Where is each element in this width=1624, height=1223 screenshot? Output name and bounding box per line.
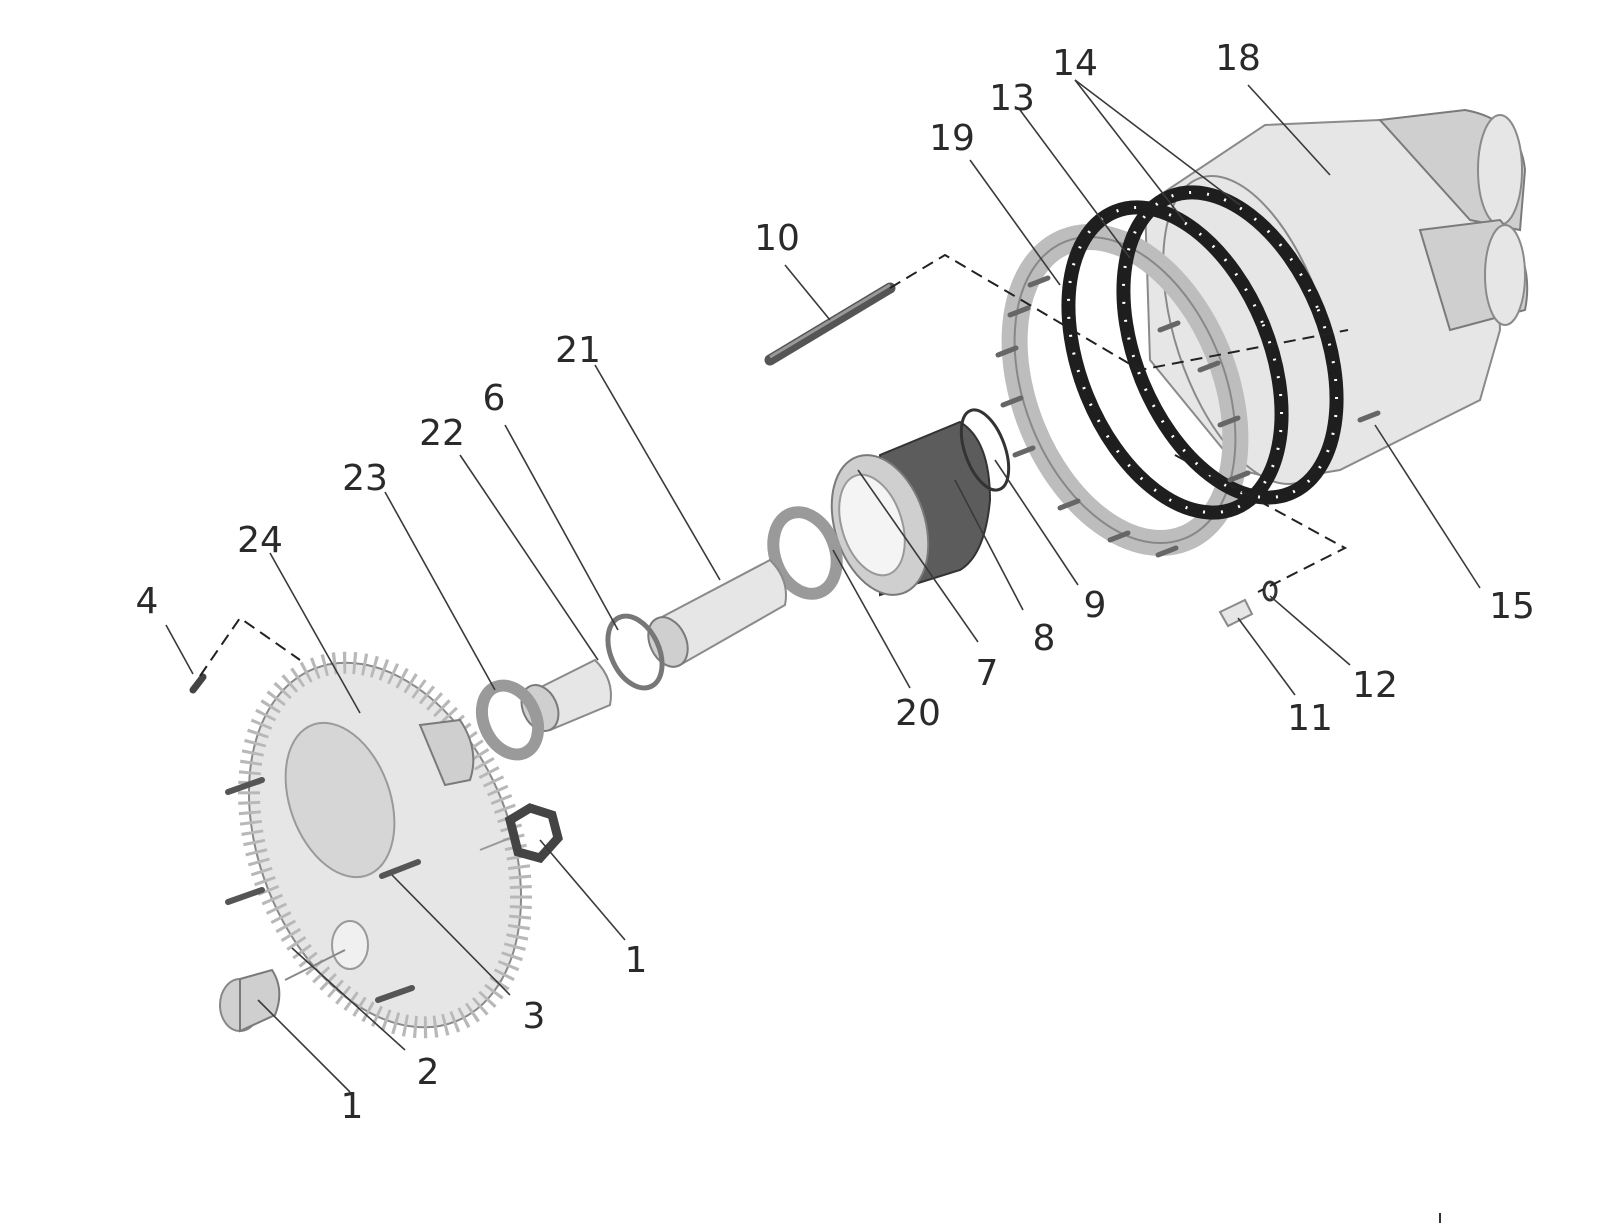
callout-8: 8: [1033, 618, 1056, 659]
callout-19: 19: [929, 118, 975, 159]
callout-9: 9: [1084, 585, 1107, 626]
ring: [475, 679, 545, 761]
callout-10: 10: [754, 218, 800, 259]
callout-7: 7: [976, 653, 999, 694]
plug: [219, 949, 346, 1033]
callout-4: 4: [136, 581, 159, 622]
flange-ring: [1001, 223, 1249, 557]
callout-2: 2: [417, 1052, 440, 1093]
callout-15: 15: [1489, 586, 1535, 627]
o-ring: [605, 613, 665, 691]
callout-12: 12: [1352, 665, 1398, 706]
leader-lines: [165, 79, 1481, 1093]
callout-11: 11: [1287, 698, 1333, 739]
hex-nut: [479, 803, 563, 864]
callout-22: 22: [419, 413, 465, 454]
lock-ring: [767, 506, 843, 600]
assembly-paths: [199, 253, 1349, 677]
callout-24: 24: [237, 520, 283, 561]
callout-21: 21: [555, 330, 601, 371]
callout-20: 20: [895, 693, 941, 734]
callout-1-plug: 1: [341, 1086, 364, 1127]
screw-4: [189, 673, 207, 694]
faceplate-screws: [225, 777, 421, 1003]
tube: [647, 558, 787, 668]
callout-3: 3: [523, 996, 546, 1037]
callout-18: 18: [1215, 38, 1261, 79]
flange-screws: [995, 275, 1381, 558]
callout-13: 13: [989, 78, 1035, 119]
callout-14: 14: [1052, 43, 1098, 84]
lamp-body: [830, 408, 1011, 597]
rod: [764, 282, 896, 366]
gaskets: [1061, 185, 1344, 520]
callout-1-nut: 1: [625, 940, 648, 981]
fitting: [1218, 580, 1278, 628]
callout-6: 6: [483, 378, 506, 419]
callout-23: 23: [342, 458, 388, 499]
callout-labels: 1 1 2 3 4 6 7 8 9 10 11 12 13 14 15 18 1…: [136, 38, 1535, 1127]
